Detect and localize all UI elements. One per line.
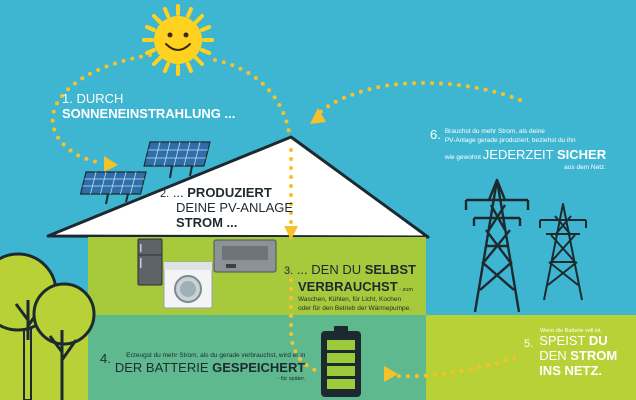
step-3-desc1: Waschen, Kühlen, für Licht, Kochen xyxy=(298,296,402,304)
step-4-big-pre: DER BATTERIE xyxy=(114,359,213,375)
step-5-l1: SPEIST xyxy=(539,333,589,349)
pylon-icon xyxy=(464,178,530,313)
step-4-big-bold: GESPEICHERT xyxy=(212,359,306,375)
step-3-line1-bold: SELBST xyxy=(364,262,417,277)
step-5: Wenn die Batterie voll ist, 5. SPEIST DU… xyxy=(524,328,617,379)
step-5-l1-bold: DU xyxy=(588,333,608,349)
step-6-desc3-pre: wie gewohnt xyxy=(444,153,483,161)
fridge-icon xyxy=(137,238,163,286)
pylon-icon xyxy=(539,203,587,301)
step-2-number: 2. xyxy=(160,188,170,200)
sun-icon xyxy=(142,4,214,76)
tree-icon xyxy=(0,252,96,400)
inverter-icon xyxy=(213,239,277,273)
step-5-l2-bold: STROM xyxy=(570,348,618,364)
sun-path-dots xyxy=(50,53,292,165)
step-1: 1. DURCH SONNENEINSTRAHLUNG ... xyxy=(62,91,236,122)
step-6-desc3-bold: SICHER xyxy=(556,146,607,162)
arrow-icon xyxy=(384,366,398,382)
step-5-intro: Wenn die Batterie voll ist, xyxy=(540,328,602,334)
roof xyxy=(46,135,430,239)
battery-icon xyxy=(321,326,361,397)
step-4-intro: Erzeugst du mehr Strom, als du gerade ve… xyxy=(126,352,306,359)
step-6-desc2: PV-Anlage gerade produziert, beziehst du… xyxy=(444,136,576,144)
step-5-l2: DEN xyxy=(539,348,571,364)
step-4-number: 4. xyxy=(100,351,111,366)
house-lower-room xyxy=(88,315,426,400)
arrow-icon xyxy=(104,156,118,172)
step-6-desc1: Brauchst du mehr Strom, als deine xyxy=(444,128,545,135)
step-2-line1-bold: PRODUZIERT xyxy=(187,185,272,200)
step-6-number: 6. xyxy=(430,127,441,142)
step-2-line1-pre: ... xyxy=(172,185,188,200)
grid-path-dots xyxy=(316,81,522,116)
step-3-line2-small: - zum xyxy=(397,286,413,293)
step-6: 6. Brauchst du mehr Strom, als deine PV-… xyxy=(430,127,607,173)
step-3: 3. ... DEN DU SELBST VERBRAUCHST - zum W… xyxy=(284,262,417,314)
step-1-line1: DURCH xyxy=(76,91,124,106)
step-5-l3: INS NETZ. xyxy=(539,363,603,379)
step-1-line2: SONNENEINSTRAHLUNG ... xyxy=(62,105,236,121)
arrow-icon xyxy=(284,226,298,240)
step-2: 2. ... PRODUZIERT DEINE PV-ANLAGE STROM … xyxy=(160,185,294,231)
step-6-desc4: aus dem Netz. xyxy=(564,163,607,171)
step-3-line1-pre: ... DEN DU xyxy=(296,262,365,277)
step-4: 4. Erzeugst du mehr Strom, als du gerade… xyxy=(100,351,312,382)
step-6-desc3-big: JEDERZEIT xyxy=(482,146,557,162)
house-path-dots xyxy=(289,148,522,379)
step-2-line3: STROM ... xyxy=(176,214,238,230)
step-2-line2: DEINE PV-ANLAGE xyxy=(176,199,294,215)
washing-machine-icon xyxy=(163,261,213,309)
step-4-note: - für später. xyxy=(277,375,306,382)
arrow-icon xyxy=(310,108,326,124)
step-5-number: 5. xyxy=(524,338,534,351)
step-3-line2-bold: VERBRAUCHST xyxy=(298,278,398,294)
step-3-number: 3. xyxy=(284,265,294,277)
solar-panel-icon xyxy=(79,141,211,205)
step-1-number: 1. xyxy=(62,91,73,106)
step-3-desc2: oder für den Betrieb der Wärmepumpe. xyxy=(298,305,412,313)
